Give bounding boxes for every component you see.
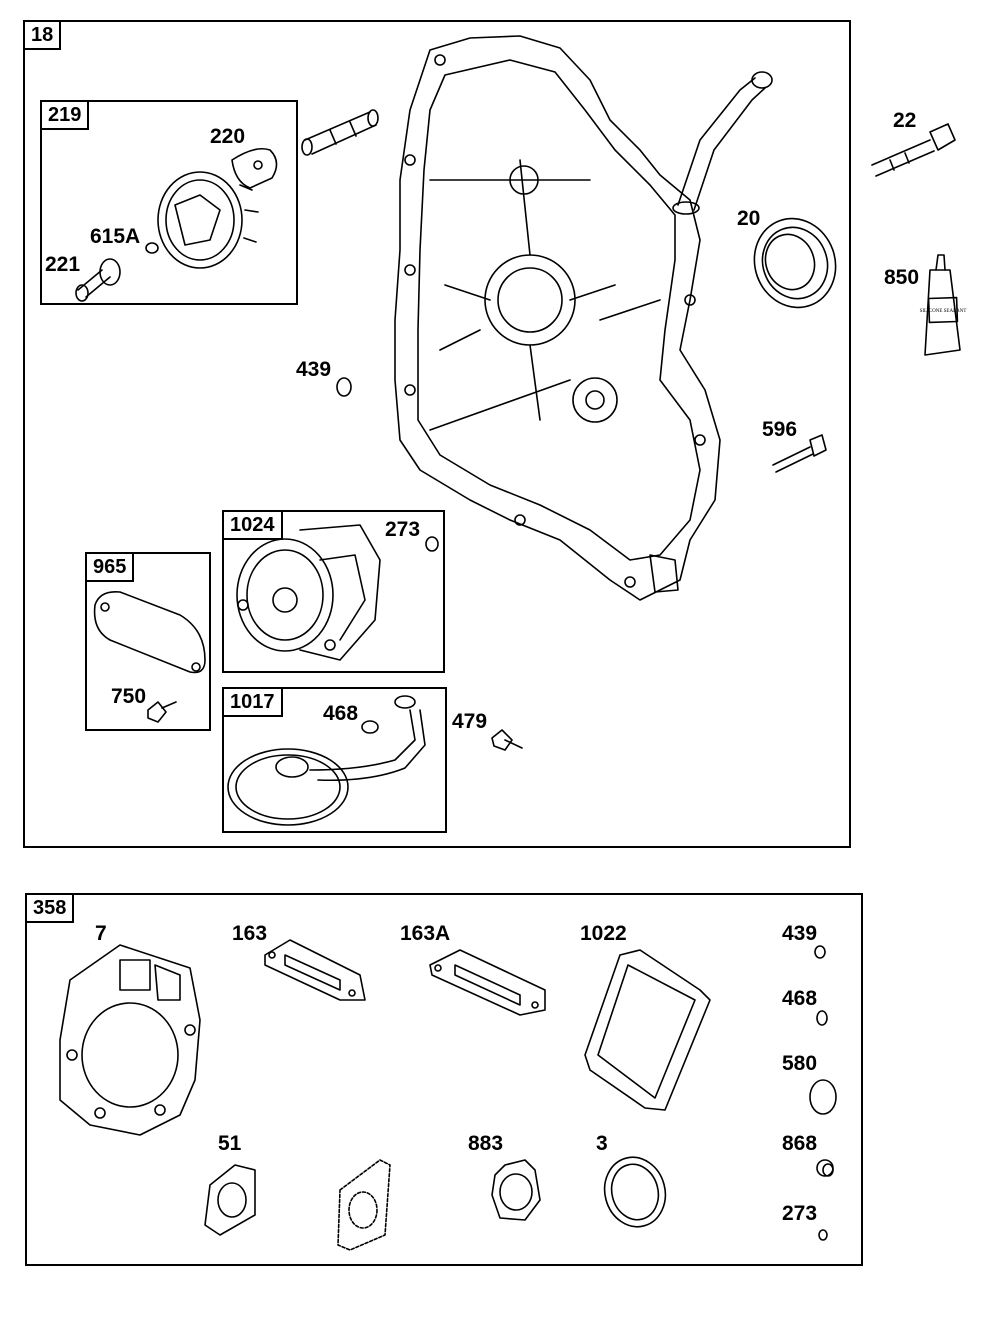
label-615a: 615A [90, 225, 141, 248]
label-273-pump: 273 [385, 518, 421, 541]
sealant-tube-850 [925, 255, 960, 355]
label-850: 850 [884, 266, 920, 289]
label-439-top: 439 [296, 358, 332, 381]
label-868: 868 [782, 1132, 818, 1155]
callout-1024: 1024 [222, 510, 283, 540]
callout-1017: 1017 [222, 687, 283, 717]
label-596: 596 [762, 418, 798, 441]
label-163: 163 [232, 922, 268, 945]
callout-18: 18 [23, 20, 62, 50]
subassembly-box-965: 965 [85, 552, 211, 731]
label-883: 883 [468, 1132, 504, 1155]
label-20: 20 [737, 207, 761, 230]
label-221: 221 [45, 253, 81, 276]
label-22: 22 [893, 109, 917, 132]
label-468-set: 468 [782, 987, 818, 1010]
label-580: 580 [782, 1052, 818, 1075]
label-3: 3 [596, 1132, 608, 1155]
label-220: 220 [210, 125, 246, 148]
label-439-set: 439 [782, 922, 818, 945]
label-51: 51 [218, 1132, 242, 1155]
callout-965: 965 [85, 552, 135, 582]
callout-219: 219 [40, 100, 90, 130]
label-163a: 163A [400, 922, 451, 945]
sealant-tube-text: SILICONE SEALANT [920, 309, 967, 314]
label-750: 750 [111, 685, 147, 708]
label-479: 479 [452, 710, 488, 733]
label-1022: 1022 [580, 922, 627, 945]
label-7: 7 [95, 922, 107, 945]
label-468-pickup: 468 [323, 702, 359, 725]
label-273-set: 273 [782, 1202, 818, 1225]
callout-358: 358 [25, 893, 75, 923]
gasket-set-frame-358: 358 [25, 893, 863, 1266]
